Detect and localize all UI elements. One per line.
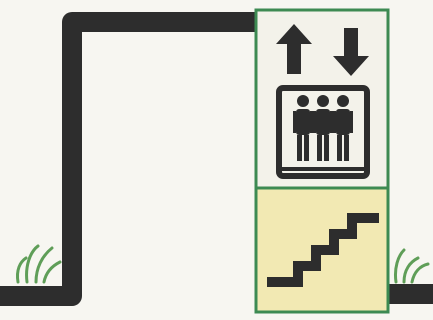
- path-line-icon: [0, 22, 258, 296]
- left-bush-icon: [17, 246, 60, 282]
- right-bush-icon: [395, 250, 428, 282]
